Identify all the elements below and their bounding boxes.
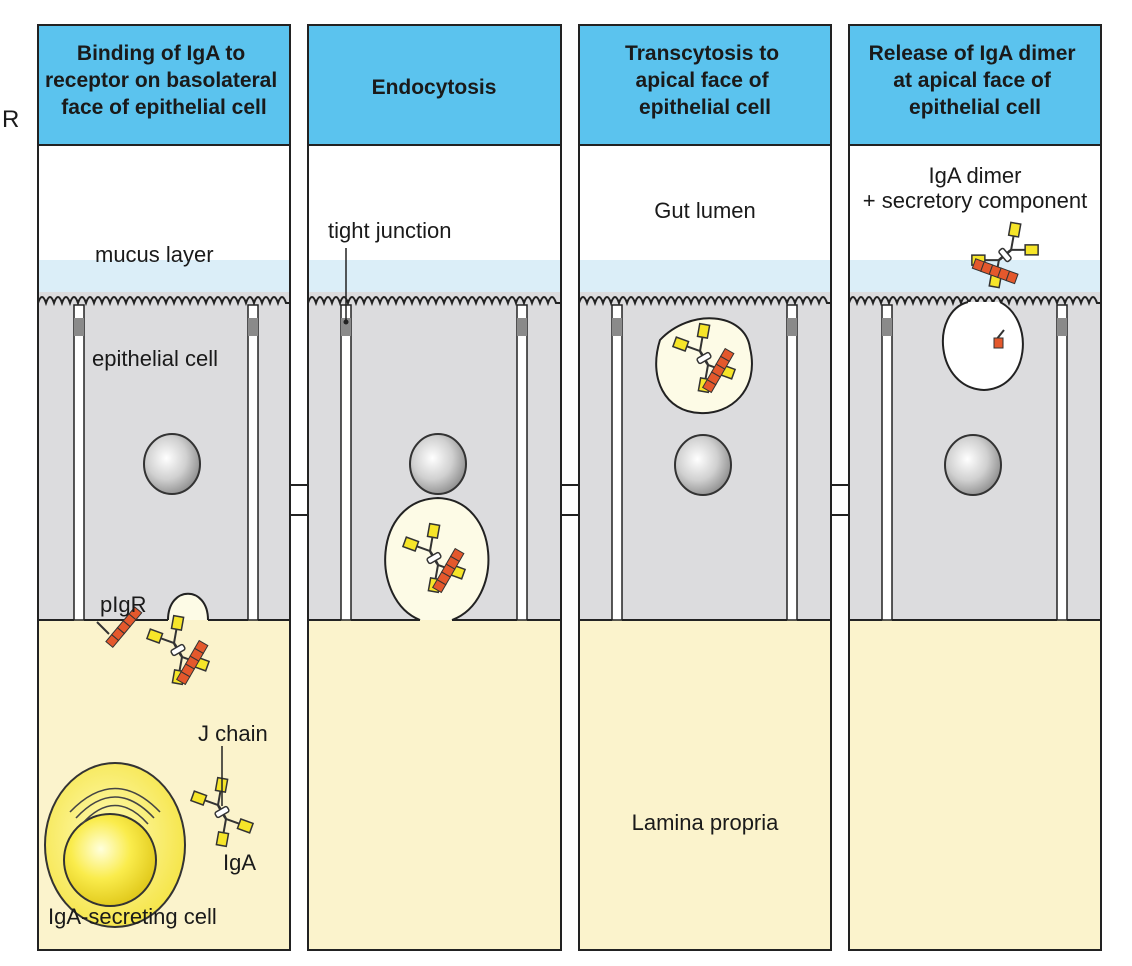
- panel-2-title: Endocytosis: [372, 76, 497, 99]
- edge-fragment: R: [2, 106, 19, 133]
- panel-2: Endocytosis tight junction: [307, 24, 562, 951]
- tight-junction-label: tight junction: [328, 218, 452, 243]
- secretory-component-label: + secretory component: [863, 188, 1087, 213]
- panel-3: Transcytosis to apical face of epithelia…: [578, 24, 832, 951]
- iga-label: IgA: [223, 850, 256, 875]
- panel-1-header: [38, 25, 290, 145]
- mucus-layer-label: mucus layer: [95, 242, 214, 267]
- panel-1: Binding of IgA to receptor on basolatera…: [37, 24, 291, 951]
- panel-4: Release of IgA dimer at apical face of e…: [848, 24, 1102, 951]
- iga-dimer-label: IgA dimer: [929, 163, 1022, 188]
- exocytic-vesicle: [941, 301, 1024, 392]
- panel-3-title: Transcytosis to apical face of epithelia…: [625, 42, 785, 119]
- iga-secreting-cell-label: IgA-secreting cell: [48, 904, 217, 929]
- mucus-band: [38, 260, 290, 295]
- panel-2-header: [308, 25, 561, 145]
- panel-3-header: [579, 25, 831, 145]
- nucleus: [143, 433, 201, 495]
- panel-1-title: Binding of IgA to receptor on basolatera…: [45, 42, 283, 119]
- j-chain-label: J chain: [198, 721, 268, 746]
- epithelial-cell-label: epithelial cell: [92, 346, 218, 371]
- lamina-propria-label: Lamina propria: [632, 810, 780, 835]
- tight-junction: [341, 318, 351, 336]
- gut-lumen-label: Gut lumen: [654, 198, 756, 223]
- panel-4-header: [849, 25, 1101, 145]
- pigr-label: pIgR: [100, 592, 146, 617]
- panel-4-title: Release of IgA dimer at apical face of e…: [869, 42, 1082, 119]
